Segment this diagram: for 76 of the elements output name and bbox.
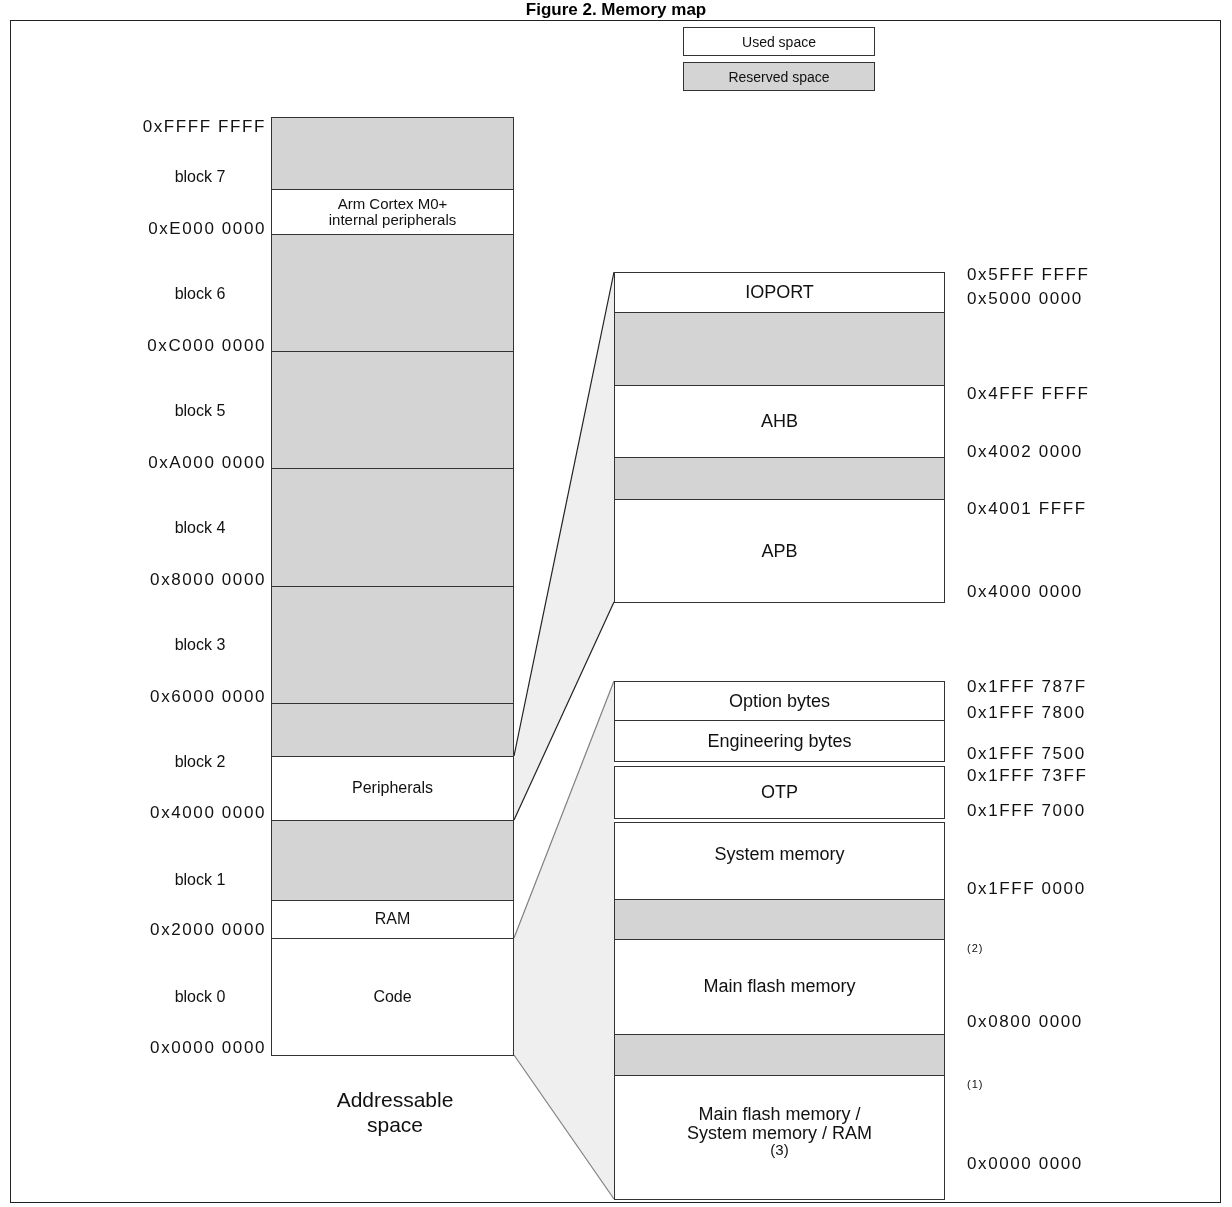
- address-label: 0x4002 0000: [967, 442, 1083, 462]
- address-label: 0x4FFF FFFF: [967, 384, 1090, 404]
- reserved-region: [271, 586, 514, 704]
- region-label: RAM: [374, 911, 411, 928]
- address-label: 0x4001 FFFF: [967, 499, 1087, 519]
- reserved-region: [271, 351, 514, 469]
- footnote-mark: (1): [967, 1077, 984, 1092]
- memory-region: [614, 499, 945, 603]
- legend-label: Reserved space: [728, 68, 830, 85]
- block-label: block 4: [173, 518, 227, 538]
- region-label: Arm Cortex M0+ internal peripherals: [327, 196, 458, 228]
- address-label: 0x1FFF 7500: [967, 744, 1086, 764]
- address-label: 0x1FFF 787F: [967, 677, 1087, 697]
- block-label: block 3: [173, 635, 227, 655]
- region-label: Peripherals: [352, 780, 433, 797]
- region-label: OTP: [761, 783, 798, 802]
- memory-region: [271, 900, 514, 939]
- memory-region: [614, 939, 945, 1035]
- reserved-region: [614, 1034, 945, 1076]
- address-label: 0xFFFF FFFF: [142, 117, 266, 137]
- address-label: 0x1FFF 73FF: [967, 766, 1088, 786]
- reserved-region: [271, 234, 514, 352]
- address-label: 0x2000 0000: [150, 920, 266, 940]
- region-label: AHB: [761, 412, 798, 431]
- memory-region: [614, 681, 945, 721]
- memory-region: [614, 720, 945, 762]
- footnote-mark: (2): [967, 941, 984, 956]
- memory-region: [271, 756, 514, 821]
- reserved-region: [271, 117, 514, 190]
- address-label: 0x4000 0000: [967, 582, 1083, 602]
- block-label: block 0: [173, 987, 227, 1007]
- column-caption: Addressable space: [335, 1087, 455, 1137]
- address-label: 0x0000 0000: [967, 1154, 1083, 1174]
- block-label: block 7: [173, 167, 227, 187]
- projection-line: [513, 680, 615, 939]
- reserved-region: [271, 468, 514, 587]
- memory-region: [614, 766, 945, 819]
- figure-title: Figure 2. Memory map: [524, 0, 708, 19]
- reserved-region: [614, 457, 945, 500]
- region-label: Option bytes: [728, 691, 831, 711]
- block-label: block 5: [173, 401, 227, 421]
- address-label: 0x8000 0000: [150, 570, 266, 590]
- region-label: System memory: [714, 844, 845, 864]
- region-label: APB: [761, 541, 798, 561]
- block-label: block 6: [173, 284, 227, 304]
- address-label: 0x5000 0000: [967, 289, 1083, 309]
- memory-region: [614, 822, 945, 900]
- memory-region: [614, 272, 945, 313]
- address-label: 0x1FFF 0000: [967, 879, 1086, 899]
- projection-line: [513, 1054, 615, 1200]
- region-label: Engineering bytes: [707, 731, 852, 751]
- address-label: 0xA000 0000: [148, 453, 266, 473]
- reserved-region: [271, 703, 514, 757]
- address-label: 0x0000 0000: [150, 1038, 266, 1058]
- address-label: 0x1FFF 7800: [967, 703, 1086, 723]
- reserved-region: [614, 899, 945, 940]
- memory-region: [614, 1075, 945, 1200]
- memory-region: [271, 938, 514, 1056]
- memory-region: [271, 189, 514, 235]
- region-label: Main flash memory: [703, 976, 856, 996]
- address-label: 0x6000 0000: [150, 687, 266, 707]
- region-label: Code: [373, 988, 412, 1006]
- address-label: 0xE000 0000: [148, 219, 266, 239]
- address-label: 0x4000 0000: [150, 803, 266, 823]
- address-label: 0x1FFF 7000: [967, 801, 1086, 821]
- memory-region: [614, 385, 945, 458]
- address-label: 0x5FFF FFFF: [967, 265, 1090, 285]
- reserved-region: [271, 820, 514, 901]
- projection-line: [513, 601, 615, 821]
- block-label: block 1: [173, 870, 227, 890]
- address-label: 0xC000 0000: [147, 336, 266, 356]
- block-label: block 2: [173, 752, 227, 772]
- region-label: IOPORT: [745, 283, 814, 302]
- address-label: 0x0800 0000: [967, 1012, 1083, 1032]
- legend-label: Used space: [742, 33, 816, 50]
- reserved-region: [614, 312, 945, 386]
